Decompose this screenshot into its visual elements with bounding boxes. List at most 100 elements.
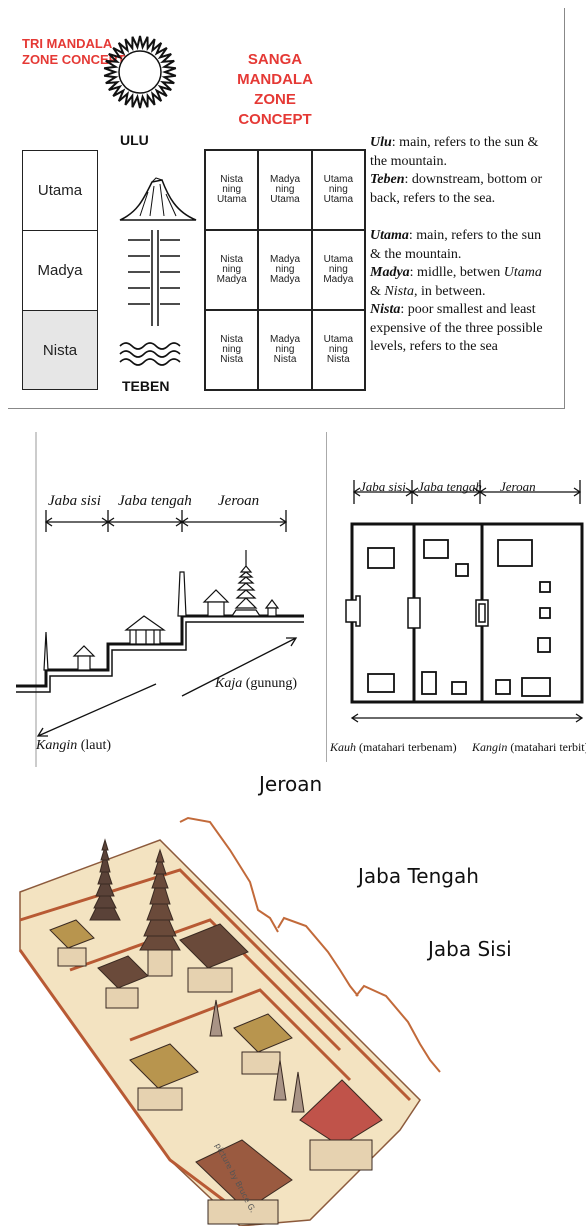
- legend-nista: Nista: poor smallest and least: [370, 301, 560, 320]
- zone-concept-panel: [8, 8, 565, 409]
- plan-label-kangin: Kangin (matahari terbit): [472, 740, 586, 755]
- legend-madya-desc2: , in between.: [413, 283, 486, 299]
- section-label-jaba-tengah: Jaba tengah: [118, 493, 192, 509]
- grid-cell: Nista ning Madya: [205, 230, 259, 310]
- grid-cell: Madya ning Madya: [258, 230, 312, 310]
- jeroan-brace: [179, 816, 279, 933]
- section-ground-steps: [16, 614, 304, 688]
- plan-building: [495, 679, 511, 695]
- plan-gate: [407, 597, 421, 629]
- tri-mandala-title-line2: ZONE CONCEPT: [22, 52, 126, 67]
- sanga-mandala-grid: Nista ning Utama Madya ning Utama Utama …: [204, 149, 366, 391]
- section-label-kaja: Kaja (gunung): [215, 676, 297, 692]
- bale-icon: [124, 615, 166, 645]
- kauh-term: Kauh: [330, 740, 357, 754]
- sanga-mandala-title-line1: SANGA MANDALA: [237, 51, 313, 88]
- kangin-note: (laut): [77, 738, 112, 753]
- plan-building: [421, 671, 437, 695]
- plan-building: [455, 563, 469, 577]
- jaba-tengah-brace: [277, 916, 359, 997]
- legend-utama: Utama: main, refers to the sun: [370, 227, 560, 246]
- grid-cell: Utama ning Madya: [311, 230, 365, 310]
- sun-rays: [103, 35, 177, 109]
- pavilion-icon: [97, 955, 149, 1009]
- legend-nista-desc2: expensive of the three possible: [370, 320, 543, 336]
- courtyard-wall: [69, 918, 342, 1052]
- legend-text: Ulu: main, refers to the sun & the mount…: [370, 134, 560, 357]
- legend-spacer: [370, 208, 560, 227]
- sun-icon: [103, 35, 177, 109]
- tri-mandala-stack: Utama Madya Nista: [22, 150, 98, 390]
- legend-nista-desc: : poor smallest and least: [400, 302, 536, 317]
- plan-building: [521, 677, 551, 697]
- small-shrine-icon: [72, 645, 96, 671]
- legend-teben-desc: : downstream, bottom or: [404, 172, 543, 187]
- plan-label-kauh: Kauh (matahari terbenam): [330, 740, 457, 755]
- jeroan-shrine-icon: [202, 589, 230, 617]
- teben-label: TEBEN: [122, 378, 170, 394]
- kaja-term: Kaja: [215, 676, 243, 691]
- sanga-mandala-title-line2: ZONE CONCEPT: [238, 91, 312, 128]
- zone-nista: Nista: [23, 311, 97, 389]
- plan-building: [451, 681, 467, 695]
- plan-kangin-note: (matahari terbit): [507, 740, 586, 754]
- grid-cell: Nista ning Nista: [205, 310, 259, 390]
- legend-madya-nista: Nista: [384, 283, 414, 299]
- legend-madya: Madya: midlle, betwen Utama: [370, 264, 560, 283]
- sanga-mandala-title: SANGA MANDALA ZONE CONCEPT: [216, 50, 334, 130]
- gate-icon: [43, 631, 49, 671]
- legend-teben: Teben: downstream, bottom or: [370, 171, 560, 190]
- kauh-note: (matahari terbenam): [356, 740, 457, 754]
- plan-building: [539, 581, 551, 593]
- legend-madya-amp: &: [370, 283, 385, 299]
- grid-cell: Madya ning Utama: [258, 150, 312, 230]
- pavilion-icon: [299, 1079, 383, 1171]
- tri-mandala-title: TRI MANDALA ZONE CONCEPT: [22, 36, 125, 68]
- legend-madya-utama: Utama: [503, 265, 542, 280]
- plan-label-jaba-tengah: Jaba tengah: [418, 479, 482, 494]
- mountain-icon: [119, 177, 197, 221]
- temple-illustration: picture by Bruce G.: [18, 816, 441, 1226]
- plan-building: [539, 607, 551, 619]
- jaba-sisi-brace: [355, 984, 441, 1073]
- zone-utama: Utama: [23, 151, 97, 231]
- pavilion-icon: [233, 1013, 293, 1075]
- plan-label-jaba-sisi: Jaba sisi: [360, 479, 406, 494]
- grid-cell: Utama ning Nista: [311, 310, 365, 390]
- section-label-jeroan: Jeroan: [218, 493, 260, 509]
- legend-ulu-desc2: the mountain.: [370, 153, 447, 169]
- legend-teben-term: Teben: [370, 172, 405, 187]
- legend-nista-desc3: levels, refers to the sea: [370, 339, 498, 354]
- temple-plan-diagram: [345, 480, 584, 723]
- plan-building: [367, 673, 395, 693]
- kaja-arrow: [181, 637, 297, 697]
- small-shrine-icon: [264, 599, 280, 617]
- split-gate-icon: [273, 1059, 305, 1113]
- plan-building: [423, 539, 449, 559]
- grid-cell: Madya ning Nista: [258, 310, 312, 390]
- tall-gate-icon: [177, 571, 187, 617]
- ulu-label: ULU: [120, 132, 149, 148]
- legend-ulu-desc: : main, refers to the sun &: [391, 135, 539, 150]
- legend-madya-line2: & Nista, in between.: [370, 283, 560, 302]
- legend-utama-desc: : main, refers to the sun: [408, 228, 542, 243]
- kaja-note: (gunung): [242, 676, 298, 691]
- panel-divider: [326, 432, 327, 762]
- legend-madya-desc: : midlle, betwen: [409, 265, 504, 280]
- plan-label-jeroan: Jeroan: [500, 479, 536, 494]
- grid-cell: Nista ning Utama: [205, 150, 259, 230]
- plan-kangin-term: Kangin: [472, 740, 508, 754]
- temple-label-jaba-sisi: Jaba Sisi: [428, 937, 512, 961]
- stairs-icon: [128, 230, 180, 326]
- kangin-arrow: [37, 683, 157, 737]
- legend-utama-term: Utama: [370, 228, 409, 243]
- legend-ulu: Ulu: main, refers to the sun &: [370, 134, 560, 153]
- pavilion-icon: [179, 923, 249, 993]
- kangin-term: Kangin: [36, 738, 78, 753]
- plan-building: [367, 547, 395, 569]
- legend-teben-desc2: back, refers to the sea.: [370, 190, 496, 206]
- legend-nista-term: Nista: [370, 302, 401, 317]
- plan-gate: [345, 595, 361, 627]
- section-dimension-line: [44, 510, 288, 532]
- plan-dimension-line: [352, 480, 582, 504]
